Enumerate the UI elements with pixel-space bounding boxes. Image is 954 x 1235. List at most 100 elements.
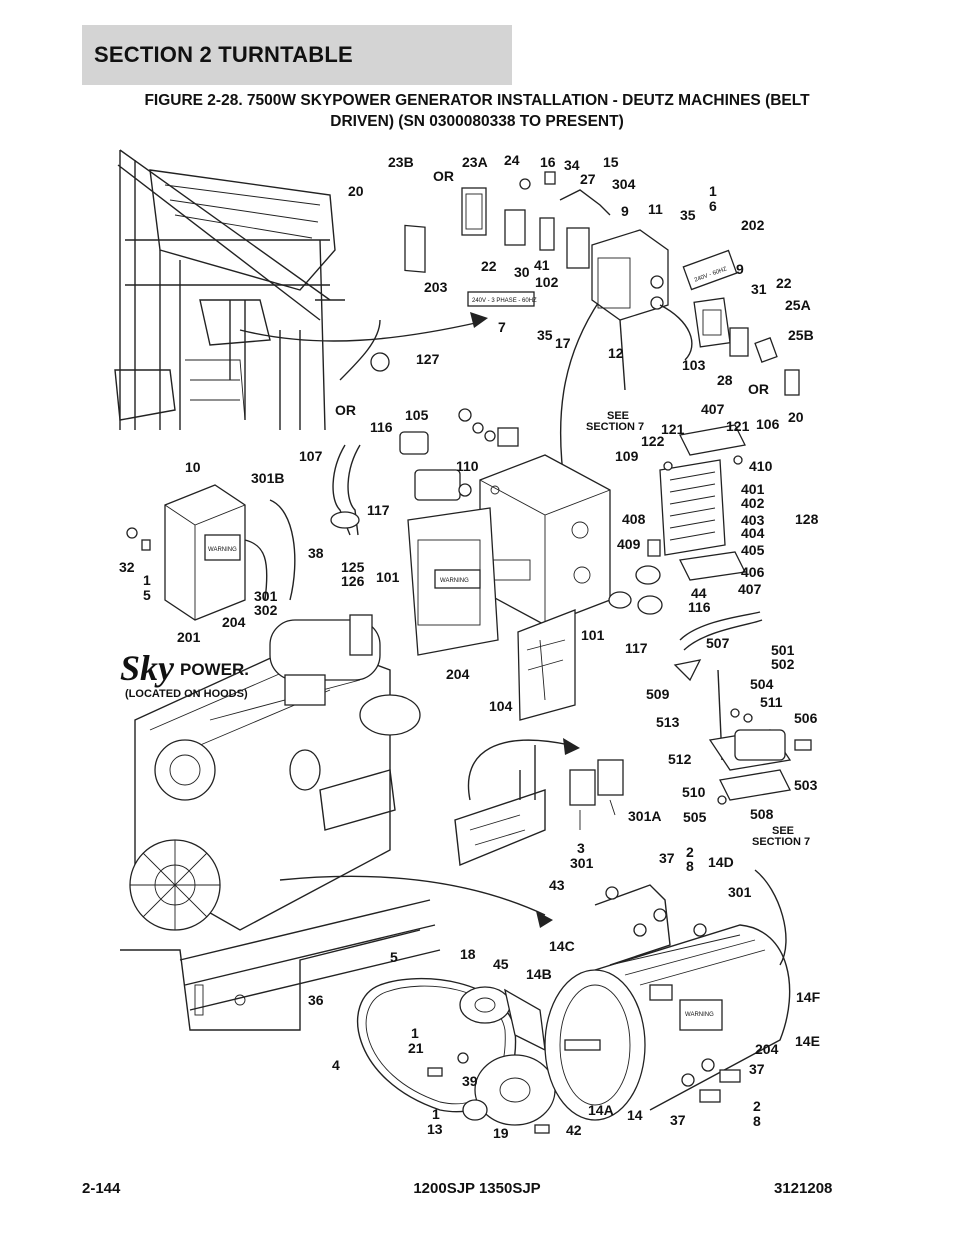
callout: 407 (701, 401, 725, 417)
callout: 511 (760, 694, 783, 710)
callout: 11 (648, 201, 663, 217)
callout: 302 (254, 602, 278, 618)
callout: 202 (741, 217, 765, 233)
callout: 502 (771, 656, 795, 672)
callout: 14F (796, 989, 821, 1005)
callout: 31 (751, 281, 767, 297)
callout: 7 (498, 319, 506, 335)
callout: 37 (749, 1061, 765, 1077)
callout: 2 (686, 844, 694, 860)
callout: 27 (580, 171, 596, 187)
callout: 402 (741, 495, 765, 511)
callout: 8 (753, 1113, 761, 1129)
callout: 109 (615, 448, 639, 464)
callout: 9 (621, 203, 629, 219)
callout: 35 (680, 207, 696, 223)
callout: 34 (564, 157, 580, 173)
callout: 507 (706, 635, 730, 651)
callout: 43 (549, 877, 565, 893)
callout: 44 (691, 585, 707, 601)
callout: 501 (771, 642, 795, 658)
callout: 104 (489, 698, 513, 714)
callout: 127 (416, 351, 440, 367)
callout: 6 (709, 198, 717, 214)
callout: 22 (481, 258, 497, 274)
callout: 121 (726, 418, 750, 434)
callout: 25B (788, 327, 814, 343)
callout: 24 (504, 152, 520, 168)
see-section-label: SEE (607, 410, 629, 422)
warning-14-text: WARNING (685, 1012, 714, 1018)
callout: 25A (785, 297, 811, 313)
callout: 301A (628, 808, 661, 824)
callout: 12 (608, 345, 624, 361)
callout: 513 (656, 714, 680, 730)
callout: 406 (741, 564, 765, 580)
callout: 103 (682, 357, 706, 373)
callout: 510 (682, 784, 706, 800)
callout-labels: 23B 23A 24 16 34 15 20 OR 27 304 1 6 9 1… (119, 152, 821, 1141)
callout: 32 (119, 559, 135, 575)
callout: 5 (390, 949, 398, 965)
callout: 408 (622, 511, 646, 527)
callout: 117 (367, 502, 390, 518)
section-title: SECTION 2 TURNTABLE (94, 42, 353, 67)
callout: 204 (222, 614, 246, 630)
logo-sky-text: Sky (120, 648, 175, 688)
callout: 503 (794, 777, 818, 793)
callout: 41 (534, 257, 550, 273)
callout: 504 (750, 676, 774, 692)
see-section-label: SECTION 7 (586, 421, 644, 433)
callout: 204 (755, 1041, 779, 1057)
callout: 37 (670, 1112, 686, 1128)
callout: 201 (177, 629, 201, 645)
see-section-label: SECTION 7 (752, 836, 810, 848)
callout: OR (433, 168, 454, 184)
section-header: SECTION 2 TURNTABLE (82, 25, 512, 85)
callout: 101 (581, 627, 605, 643)
figure-title-line-1: FIGURE 2-28. 7500W SKYPOWER GENERATOR IN… (144, 92, 810, 109)
callout: 117 (625, 640, 648, 656)
callout: 5 (143, 587, 151, 603)
callout: 18 (460, 946, 476, 962)
callout: 14 (627, 1107, 643, 1123)
callout: 14A (588, 1102, 614, 1118)
callout: 203 (424, 279, 448, 295)
callout: 14E (795, 1033, 820, 1049)
callout: 405 (741, 542, 765, 558)
callout: 101 (376, 569, 400, 585)
callout: 39 (462, 1073, 478, 1089)
bracket-drawing (454, 745, 624, 867)
callout: 505 (683, 809, 707, 825)
callout: 403 (741, 512, 765, 528)
callout: 401 (741, 481, 765, 497)
callout: 35 (537, 327, 553, 343)
callout: 20 (348, 183, 364, 199)
callout: 23B (388, 154, 414, 170)
callout: 1 (143, 572, 151, 588)
callout: 36 (308, 992, 324, 1008)
callout: 30 (514, 264, 530, 280)
callout: 14C (549, 938, 575, 954)
callout: 14D (708, 854, 734, 870)
callout: 28 (717, 372, 733, 388)
callout: 107 (299, 448, 323, 464)
hood-frame-drawing (114, 149, 381, 431)
decal-203-text: 240V - 3 PHASE - 60HZ (472, 298, 537, 304)
callout: OR (748, 381, 769, 397)
callout: 1 (411, 1025, 419, 1041)
callout: 17 (555, 335, 571, 351)
terminal-block (608, 424, 746, 615)
skypower-logo: Sky POWER. (LOCATED ON HOODS) (120, 648, 249, 700)
callout: 106 (756, 416, 780, 432)
callout: 116 (370, 419, 393, 435)
callout: 14B (526, 966, 552, 982)
callout: 8 (686, 858, 694, 874)
callout: 20 (788, 409, 804, 425)
footer-doc-number: 3121208 (774, 1180, 833, 1197)
callout: 508 (750, 806, 774, 822)
alternator-drawing: WARNING (544, 869, 791, 1121)
callout: 13 (427, 1121, 443, 1137)
callout: 102 (535, 274, 559, 290)
